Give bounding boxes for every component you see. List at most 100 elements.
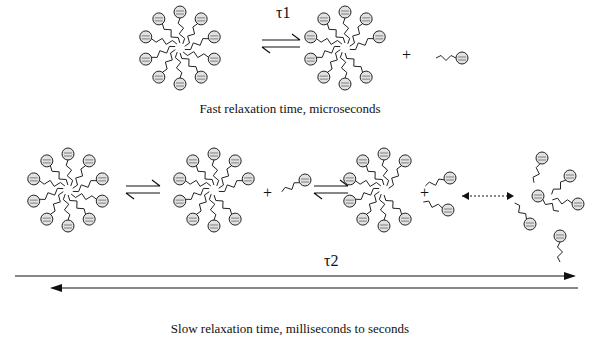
reverse-harpoon [262, 47, 300, 53]
surfactant-tail [533, 164, 540, 183]
surfactant-head [456, 52, 468, 64]
head-shading [380, 153, 388, 156]
surfactant-head [174, 173, 186, 185]
surfactant-head [572, 198, 584, 210]
surfactant-head [208, 53, 220, 65]
reverse-harpoon [126, 193, 160, 199]
surfactant-tail [196, 192, 209, 215]
surfactant-head [360, 13, 372, 25]
head-shading [98, 178, 106, 181]
surfactant-head [174, 6, 186, 18]
surfactant-head [442, 204, 454, 216]
head-shading [176, 83, 184, 86]
surfactant-tail [183, 52, 208, 58]
head-shading [566, 175, 574, 178]
surfactant-tail [209, 194, 216, 220]
surfactant-head [444, 172, 456, 184]
head-shading [375, 36, 383, 39]
surfactant-tail [317, 38, 342, 44]
surfactant-tail [558, 242, 563, 262]
head-shading [362, 18, 370, 21]
head-shading [534, 195, 542, 198]
surfactant-tail [219, 166, 232, 189]
head-shading [346, 178, 354, 181]
surfactant-tail [515, 203, 527, 219]
head-shading [538, 157, 546, 160]
surfactant-tail [436, 56, 456, 61]
head-shading [64, 153, 72, 156]
surfactant-tail [185, 24, 198, 47]
head-shading [362, 76, 370, 79]
surfactant-tail [552, 180, 566, 194]
head-shading [210, 58, 218, 61]
surfactant-tail [50, 166, 68, 185]
surfactant-head [96, 173, 108, 185]
head-shading [341, 83, 349, 86]
surfactant-head [140, 53, 152, 65]
surfactant-tail [384, 195, 402, 214]
head-shading [176, 200, 184, 203]
surfactant-head [399, 213, 411, 225]
head-shading [43, 160, 51, 163]
head-shading [176, 178, 184, 181]
surfactant-tail [196, 166, 214, 185]
surfactant-head [187, 213, 199, 225]
surfactant-tail [389, 166, 402, 189]
head-shading [231, 218, 239, 221]
head-shading [155, 76, 163, 79]
head-shading [307, 58, 315, 61]
surfactant-molecules [28, 6, 584, 262]
tau-symbol: τ2 [324, 252, 338, 270]
micelle [174, 148, 254, 232]
surfactant-head [195, 71, 207, 83]
tau-symbol: τ1 [276, 4, 290, 22]
surfactant-tail [185, 39, 209, 50]
surfactant-head [357, 213, 369, 225]
surfactant-tail [356, 188, 380, 199]
reverse-harpoon [314, 193, 348, 199]
surfactant-head [305, 31, 317, 43]
surfactant-tail [40, 180, 65, 186]
surfactant-head [41, 213, 53, 225]
head-shading [98, 200, 106, 203]
surfactant-head [62, 220, 74, 232]
head-shading [401, 218, 409, 221]
surfactant-head [536, 152, 548, 164]
surfactant-tail [340, 52, 347, 78]
head-shading [320, 18, 328, 21]
head-shading [85, 218, 93, 221]
arrow-heads [462, 192, 514, 200]
surfactant-head [339, 78, 351, 90]
surfactant-tail [317, 46, 341, 57]
surfactant-head [208, 220, 220, 232]
surfactant-tail [73, 166, 86, 189]
surfactant-head [378, 148, 390, 160]
surfactant-head [564, 170, 576, 182]
head-shading [197, 76, 205, 79]
surfactant-head [299, 174, 311, 186]
surfactant-head [344, 173, 356, 185]
surfactant-tail [423, 201, 442, 208]
micelle [305, 6, 385, 90]
forward-harpoon [126, 180, 160, 186]
surfactant-tail [180, 53, 198, 72]
plus-sign: + [420, 184, 429, 202]
head-shading [307, 36, 315, 39]
surfactant-head [305, 53, 317, 65]
surfactant-head [229, 213, 241, 225]
surfactant-tail [219, 181, 243, 192]
head-shading [574, 203, 582, 206]
surfactant-head [41, 155, 53, 167]
long-reverse-arrow [52, 287, 578, 288]
head-shading [380, 225, 388, 228]
head-shading [30, 200, 38, 203]
surfactant-head [318, 71, 330, 83]
head-shading [346, 200, 354, 203]
surfactant-head [153, 71, 165, 83]
surfactant-head [524, 218, 536, 230]
surfactant-tail [50, 192, 63, 215]
surfactant-tail [379, 194, 386, 220]
head-shading [85, 160, 93, 163]
